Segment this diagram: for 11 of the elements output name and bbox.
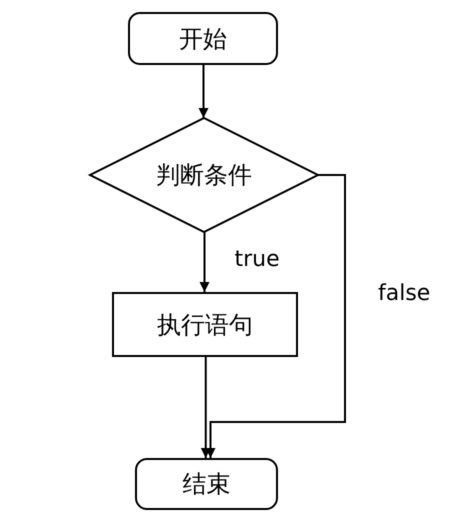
arrow [206, 174, 346, 458]
terminal-box [128, 12, 278, 65]
arrow [200, 232, 210, 292]
node-text: 结束 [182, 469, 230, 500]
process-box [112, 292, 298, 357]
node-text: 执行语句 [157, 310, 253, 340]
arrow [200, 357, 211, 458]
arrow [198, 65, 208, 118]
terminal-box [135, 458, 278, 510]
node-text: 开始 [179, 24, 227, 54]
node-text: 判断条件 [156, 160, 252, 191]
